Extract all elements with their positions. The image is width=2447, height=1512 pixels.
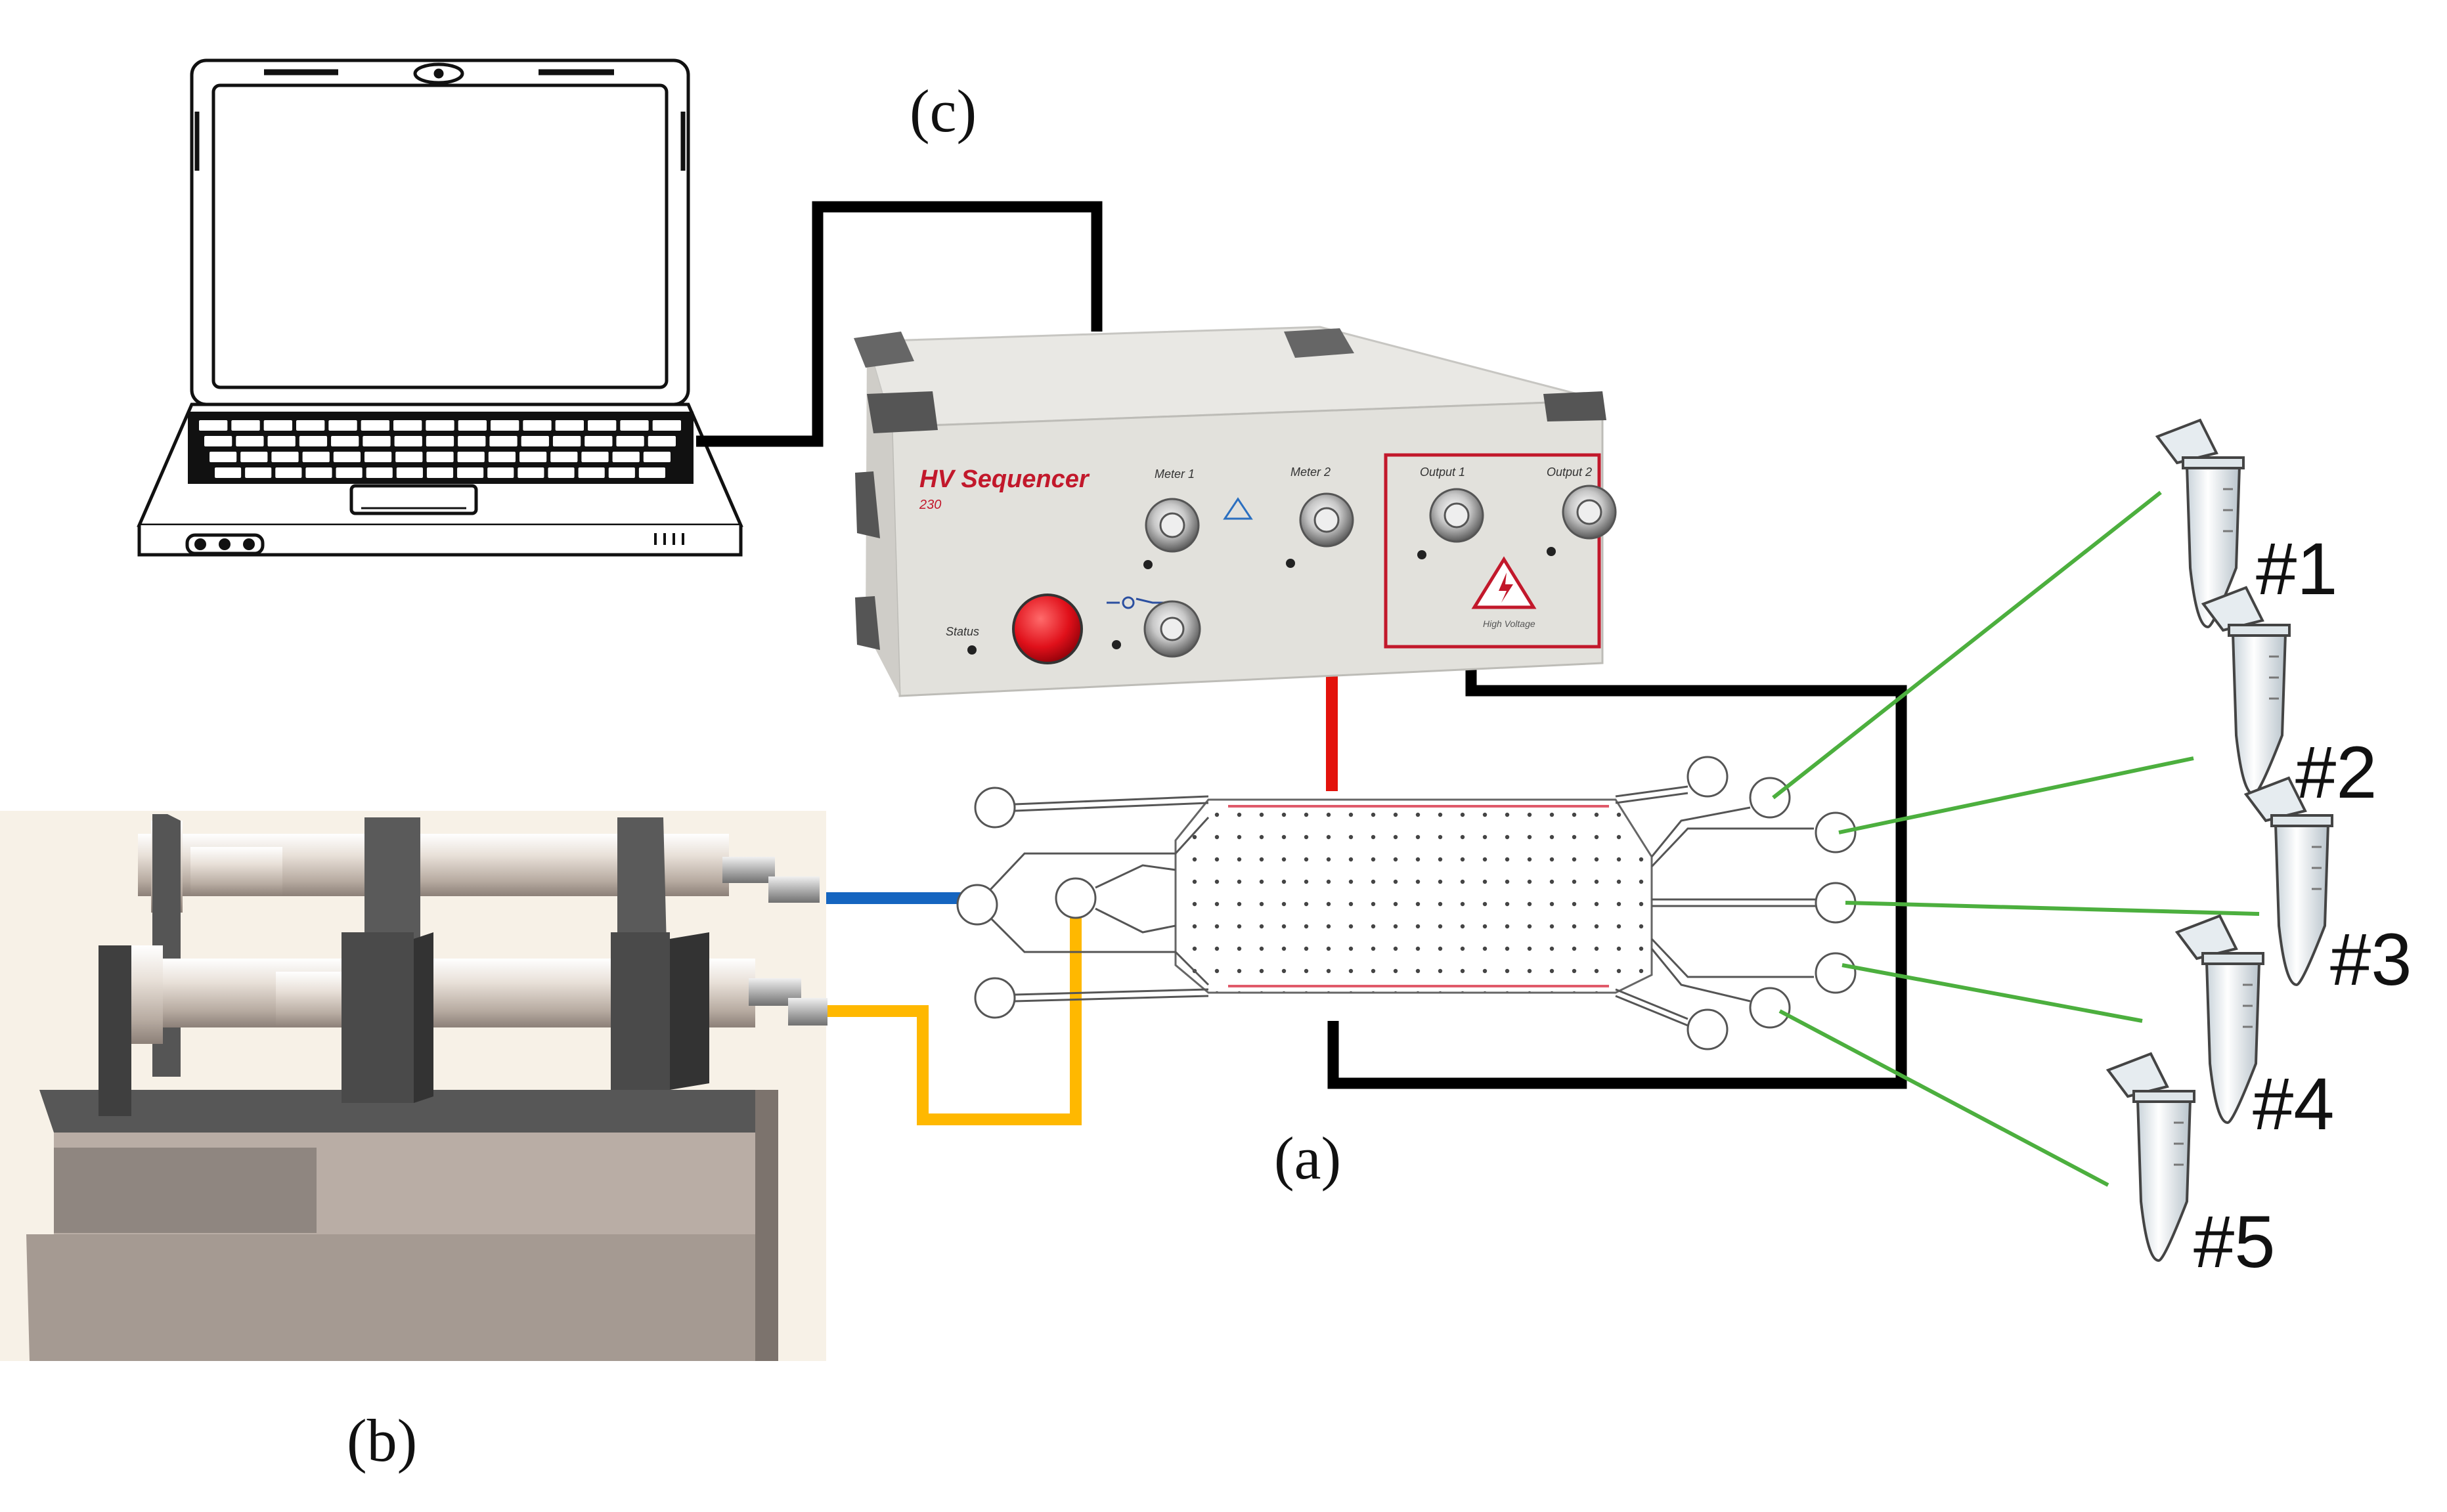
tube-icon (2105, 1052, 2195, 1263)
tube-icon (2201, 586, 2291, 796)
keyboard-key (588, 420, 617, 431)
keyboard-key (457, 467, 484, 478)
label-a: (a) (1274, 1125, 1341, 1192)
keyboard-key (231, 420, 260, 431)
keyboard-key (215, 467, 242, 478)
outlet-lines (1772, 490, 2260, 1187)
keyboard-key (328, 420, 357, 431)
keyboard-key (394, 436, 422, 446)
keyboard-key (267, 436, 296, 446)
keyboard-key (581, 452, 609, 462)
keyboard-key (584, 436, 613, 446)
keyboard-key (209, 452, 237, 462)
keyboard-key (275, 467, 302, 478)
keyboard-key (488, 452, 516, 462)
tube-label: #2 (2295, 731, 2377, 813)
keyboard-key (396, 467, 423, 478)
keyboard-key (305, 467, 332, 478)
keyboard-key (548, 467, 575, 478)
keyboard-key (426, 467, 454, 478)
keyboard-key (364, 452, 392, 462)
keyboard-key (555, 420, 584, 431)
keyboard-key (550, 452, 578, 462)
keyboard-key (426, 436, 454, 446)
keyboard-key (263, 420, 292, 431)
keyboard-key (395, 452, 423, 462)
tube-label: #5 (2193, 1201, 2276, 1283)
keyboard-key (648, 436, 676, 446)
status-label: Status (946, 625, 979, 638)
meter1-connector[interactable] (1145, 498, 1200, 553)
tube-label: #4 (2253, 1063, 2335, 1145)
tube-label: #1 (2256, 528, 2338, 610)
tube-group: #1 #2 #3 #4 #5 (2105, 418, 2412, 1283)
caution-icon (1223, 497, 1253, 520)
keyboard-key (302, 452, 330, 462)
keyboard-key (366, 467, 393, 478)
keyboard-key (426, 420, 454, 431)
tube-icon (2174, 914, 2264, 1125)
keyboard-key (489, 436, 518, 446)
trigger-connector[interactable] (1143, 600, 1201, 658)
tube-icon (2155, 418, 2245, 629)
microfluidic-chip-icon (956, 756, 1857, 1050)
label-b: (b) (347, 1407, 417, 1474)
brand-label: HV Sequencer (919, 465, 1090, 493)
keyboard-key (426, 452, 454, 462)
keyboard-key (331, 436, 359, 446)
keyboard-key (638, 467, 665, 478)
keyboard-key (271, 452, 299, 462)
keyboard-key (393, 420, 422, 431)
keyboard-key (608, 467, 635, 478)
meter2-label: Meter 2 (1290, 465, 1331, 479)
keyboard-key (491, 420, 519, 431)
output2-label: Output 2 (1547, 465, 1592, 479)
keyboard-key (643, 452, 671, 462)
warning-label: High Voltage (1483, 618, 1535, 629)
keyboard-key (487, 467, 514, 478)
keyboard-key (204, 436, 232, 446)
keyboard-key (519, 452, 547, 462)
keyboard-key (523, 420, 552, 431)
laptop-icon (137, 58, 743, 557)
usb-cable (696, 201, 1103, 447)
keyboard-key (299, 436, 328, 446)
keyboard-key (333, 452, 361, 462)
output1-label: Output 1 (1420, 465, 1465, 479)
hv-sequencer-icon: HV Sequencer 230 Meter 1 Meter 2 Output … (854, 326, 1617, 697)
keyboard-key (521, 436, 549, 446)
keyboard-key (616, 436, 644, 446)
keyboard-key (458, 436, 486, 446)
keyboard-key (236, 436, 264, 446)
keyboard-key (245, 467, 272, 478)
power-button[interactable] (1012, 594, 1083, 664)
output1-connector[interactable] (1429, 488, 1484, 543)
keyboard-key (363, 436, 391, 446)
keyboard-key (552, 436, 581, 446)
keyboard-key (612, 452, 640, 462)
yellow-tube (824, 898, 1082, 1125)
keyboard-key (296, 420, 325, 431)
label-c: (c) (910, 77, 977, 144)
keyboard-key (518, 467, 544, 478)
keyboard-key (361, 420, 389, 431)
syringe-pump-icon (0, 811, 827, 1361)
keyboard-key (652, 420, 681, 431)
hv-output-panel (1384, 453, 1601, 649)
output2-connector[interactable] (1562, 485, 1617, 540)
tube-icon (2243, 776, 2333, 987)
keyboard-key (457, 452, 485, 462)
keyboard-key (578, 467, 605, 478)
model-label: 230 (919, 498, 941, 512)
keyboard-key (336, 467, 363, 478)
keyboard-key (458, 420, 487, 431)
keyboard-key (240, 452, 268, 462)
meter2-connector[interactable] (1299, 492, 1354, 548)
high-voltage-warning-icon: High Voltage (1471, 556, 1537, 629)
keyboard-key (620, 420, 649, 431)
keyboard-key (199, 420, 228, 431)
meter1-label: Meter 1 (1155, 467, 1195, 481)
tube-label: #3 (2330, 918, 2412, 1001)
